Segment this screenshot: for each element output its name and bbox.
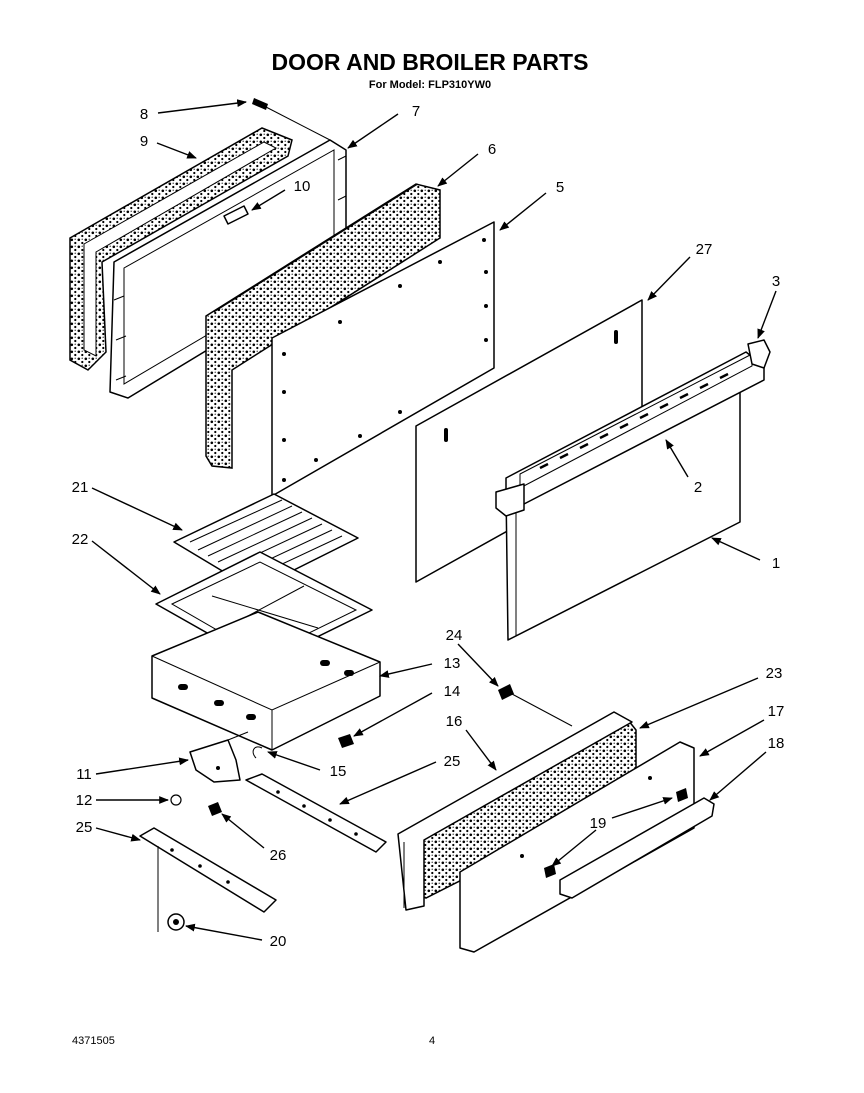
part-5-inner-panel xyxy=(271,221,495,497)
callout-8: 8 xyxy=(140,106,148,123)
callout-2: 2 xyxy=(694,479,702,496)
callout-23: 23 xyxy=(766,665,783,682)
part-20-roller xyxy=(167,913,185,931)
callout-13: 13 xyxy=(444,655,461,672)
callout-17: 17 xyxy=(768,703,785,720)
part-24-screw xyxy=(498,684,573,727)
callout-25-lower: 25 xyxy=(76,819,93,836)
callout-11: 11 xyxy=(76,766,92,783)
footer-part-number: 4371505 xyxy=(72,1035,115,1047)
part-15-clip xyxy=(252,746,263,759)
part-11-bracket xyxy=(189,731,249,783)
callout-20: 20 xyxy=(270,933,287,950)
part-3-end-cap xyxy=(747,339,771,369)
callout-14: 14 xyxy=(444,683,461,700)
footer-page-number: 4 xyxy=(429,1035,435,1047)
part-13-broiler-drawer xyxy=(151,611,381,751)
part-9-door-gasket xyxy=(69,127,293,371)
part-16-broiler-liner xyxy=(397,711,633,911)
part-25-slide-lower xyxy=(139,827,277,932)
callout-19: 19 xyxy=(590,815,607,832)
part-26-screw xyxy=(208,802,222,816)
callout-10: 10 xyxy=(294,178,311,195)
callout-21: 21 xyxy=(72,479,89,496)
callout-labels: 8 9 7 10 6 5 27 3 2 1 21 22 24 13 23 14 … xyxy=(72,103,785,950)
callout-1: 1 xyxy=(772,555,780,572)
part-19-screws xyxy=(544,788,688,878)
part-2-door-trim xyxy=(495,351,765,517)
part-6-door-insulation xyxy=(205,183,441,469)
callout-7: 7 xyxy=(412,103,420,120)
callout-3: 3 xyxy=(772,273,780,290)
part-8-screw xyxy=(252,98,331,141)
part-25-slide-upper xyxy=(245,773,387,853)
callout-6: 6 xyxy=(488,141,496,158)
part-18-handle xyxy=(559,797,715,899)
callout-9: 9 xyxy=(140,133,148,150)
part-17-broiler-outer-door xyxy=(459,741,695,953)
part-14-roller xyxy=(338,734,354,748)
callout-18: 18 xyxy=(768,735,785,752)
callout-16: 16 xyxy=(446,713,463,730)
page-title: DOOR AND BROILER PARTS xyxy=(272,49,589,75)
callout-25-upper: 25 xyxy=(444,753,461,770)
leader-lines xyxy=(91,99,777,941)
callout-24: 24 xyxy=(446,627,463,644)
part-12-grommet xyxy=(170,794,182,806)
model-subtitle: For Model: FLP310YW0 xyxy=(369,79,491,91)
callout-27: 27 xyxy=(696,241,713,258)
callout-22: 22 xyxy=(72,531,89,548)
callout-26: 26 xyxy=(270,847,287,864)
callout-5: 5 xyxy=(556,179,564,196)
callout-12: 12 xyxy=(76,792,93,809)
callout-15: 15 xyxy=(330,763,347,780)
part-10-clip xyxy=(223,205,249,225)
